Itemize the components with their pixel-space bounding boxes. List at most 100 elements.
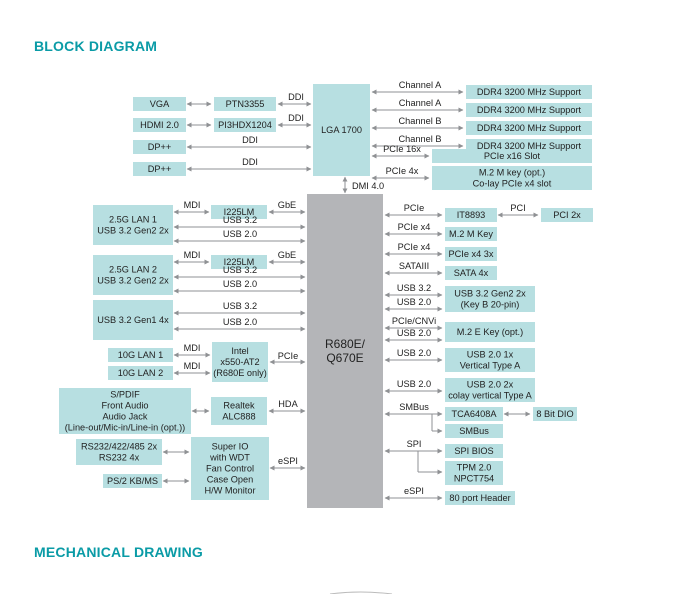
cpu-pcie-bus-label: PCIe 4x bbox=[386, 166, 419, 176]
pch-chip bbox=[307, 194, 383, 508]
display-bridge-pi3hdx1204-text: PI3HDX1204 bbox=[218, 120, 272, 130]
pcie-x4-3x-box bbox=[445, 247, 497, 261]
lan-port-box-2 bbox=[93, 255, 173, 295]
ddr-box-1-text: DDR4 3200 MHz Support bbox=[477, 87, 582, 97]
lan-port-box-1-text: USB 3.2 Gen2 2x bbox=[97, 226, 169, 236]
m2-m-key-box bbox=[445, 227, 497, 241]
usb32-keyb-box-text: (Key B 20-pin) bbox=[461, 300, 520, 310]
ddr-box-3 bbox=[466, 121, 592, 135]
m2-e-key-box bbox=[445, 322, 535, 342]
display-bridge-ptn3355 bbox=[214, 97, 276, 111]
smbus-box bbox=[445, 424, 503, 438]
superio-espi-label: eSPI bbox=[278, 456, 298, 466]
lan-phy-1 bbox=[211, 205, 267, 219]
pci-2x-box-text: PCI 2x bbox=[553, 210, 581, 220]
tca6408a-box bbox=[445, 407, 503, 421]
com-ports-box-text: RS232 4x bbox=[99, 453, 140, 463]
display-port-hdmi-2-0-2 bbox=[133, 118, 186, 132]
it8893-bus-label: PCIe bbox=[404, 203, 424, 213]
lan-usb32-label: USB 3.2 bbox=[223, 215, 257, 225]
lan-gbe-label: GbE bbox=[278, 200, 296, 210]
ddr-channel-label: Channel B bbox=[399, 116, 442, 126]
m2-m-key-box-text: M.2 M Key bbox=[449, 229, 493, 239]
display-port-dp-4 bbox=[133, 162, 186, 176]
super-io-box-text: Super IO bbox=[212, 442, 249, 452]
display-port-vga-1 bbox=[133, 97, 186, 111]
cpu-pcie-box-2-text: Co-lay PCIe x4 slot bbox=[473, 179, 552, 189]
tpm-box-text: NPCT754 bbox=[454, 474, 494, 484]
ddr-box-3-text: DDR4 3200 MHz Support bbox=[477, 123, 582, 133]
pci-bus-label: PCI bbox=[510, 203, 525, 213]
realtek-alc888-box-text: Realtek bbox=[223, 401, 255, 411]
espi-bus-label: eSPI bbox=[404, 486, 424, 496]
display-bridge-pi3hdx1204 bbox=[214, 118, 276, 132]
audio-hda-label: HDA bbox=[278, 399, 298, 409]
port80-header-box bbox=[445, 491, 515, 505]
display-bridge-ptn3355-text: PTN3355 bbox=[226, 99, 265, 109]
display-port-vga-1-text: VGA bbox=[150, 99, 170, 109]
super-io-box-text: Case Open bbox=[207, 475, 253, 485]
ddr-box-4-text: DDR4 3200 MHz Support bbox=[477, 141, 582, 151]
smbus-box-text: SMBus bbox=[459, 426, 489, 436]
usb32-keyb-box bbox=[445, 286, 535, 312]
usb32-keyb-box-text: USB 3.2 Gen2 2x bbox=[454, 289, 526, 299]
m2e-cnvi-label: PCIe/CNVi bbox=[392, 316, 436, 326]
lan-port-box-3 bbox=[93, 300, 173, 340]
intel-x550-box-text: Intel bbox=[231, 346, 248, 356]
lan-mdi-label: MDI bbox=[184, 250, 201, 260]
audio-ports-box-text: Audio Jack bbox=[103, 412, 148, 422]
sata-4x-box bbox=[445, 266, 497, 280]
ddr-channel-label: Channel A bbox=[399, 80, 442, 90]
audio-ports-box-text: (Line-out/Mic-in/Line-in (opt.)) bbox=[65, 423, 186, 433]
display-port-dp-3 bbox=[133, 140, 186, 154]
drawing-edge bbox=[329, 591, 393, 594]
smbus-bus-label: SMBus bbox=[399, 402, 429, 412]
tca6408a-box-text: TCA6408A bbox=[452, 409, 498, 419]
lan-port-box-2-text: USB 3.2 Gen2 2x bbox=[97, 276, 169, 286]
spi-bios-box bbox=[445, 444, 503, 458]
cpu-pcie-box-1-text: PCIe x16 Slot bbox=[484, 151, 541, 161]
cpu-pcie-box-2-text: M.2 M key (opt.) bbox=[479, 168, 545, 178]
display-port-dp-3-text: DP++ bbox=[148, 142, 172, 152]
ddr-box-1 bbox=[466, 85, 592, 99]
display-ddi-label: DDI bbox=[288, 92, 304, 102]
intel-x550-box-text: x550-AT2 bbox=[220, 357, 259, 367]
display-ddi-label: DDI bbox=[242, 135, 258, 145]
dmi-label: DMI 4.0 bbox=[352, 181, 384, 191]
ps2-port-box bbox=[103, 474, 162, 488]
mechanical-drawing-heading: MECHANICAL DRAWING bbox=[34, 544, 204, 560]
dio-8bit-box bbox=[533, 407, 577, 421]
pcie-x4-3x-bus-label: PCIe x4 bbox=[398, 242, 431, 252]
super-io-box-text: H/W Monitor bbox=[204, 486, 255, 496]
lan-phy-2-text: I225LM bbox=[224, 257, 255, 267]
lan-mdi-label: MDI bbox=[184, 200, 201, 210]
spi-bios-box-text: SPI BIOS bbox=[454, 446, 493, 456]
usb20-1x-box-text: Vertical Type A bbox=[460, 361, 521, 371]
lan-port-box-2-text: 2.5G LAN 2 bbox=[109, 265, 157, 275]
it8893-box bbox=[445, 208, 497, 222]
lan-port-box-1 bbox=[93, 205, 173, 245]
ten-g-lan-2-text: 10G LAN 2 bbox=[118, 368, 163, 378]
cpu-pcie-box-2 bbox=[432, 166, 592, 190]
sata-bus-label: SATAIII bbox=[399, 261, 429, 271]
lan-gbe-label: GbE bbox=[278, 250, 296, 260]
it8893-box-text: IT8893 bbox=[457, 210, 486, 220]
usb20-2x-box-text: colay vertical Type A bbox=[448, 391, 532, 401]
usb20-1x-box bbox=[445, 348, 535, 372]
m2e-usb-label: USB 2.0 bbox=[397, 328, 431, 338]
realtek-alc888-box-text: ALC888 bbox=[222, 412, 255, 422]
lan-port-box-1-text: 2.5G LAN 1 bbox=[109, 215, 157, 225]
pch-chip-text: Q670E bbox=[326, 351, 363, 365]
pci-2x-box bbox=[541, 208, 593, 222]
com-ports-box bbox=[76, 439, 162, 465]
cpu-lga1700-box-text: LGA 1700 bbox=[321, 125, 362, 135]
tpm-box-text: TPM 2.0 bbox=[457, 463, 492, 473]
keyb-usb32-label: USB 3.2 bbox=[397, 283, 431, 293]
usb20-2x-box bbox=[445, 378, 535, 402]
cpu-pcie-box-1 bbox=[432, 149, 592, 163]
audio-ports-box bbox=[59, 388, 191, 434]
lan-usb20-label: USB 2.0 bbox=[223, 229, 257, 239]
ten-g-lan-1-text: 10G LAN 1 bbox=[118, 350, 163, 360]
tpm-box bbox=[445, 461, 503, 485]
